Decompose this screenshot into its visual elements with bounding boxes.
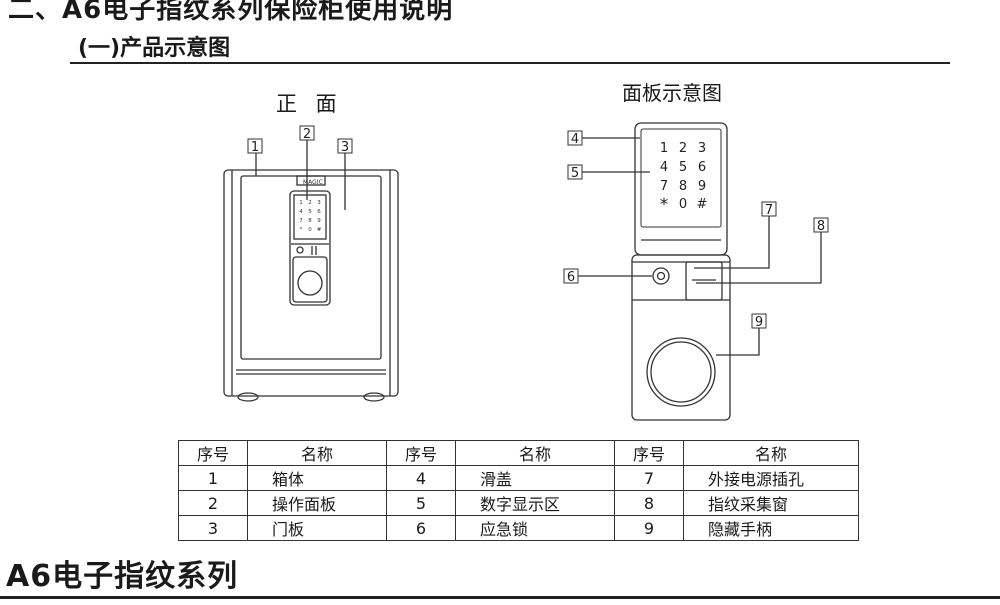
table-cell: 数字显示区 [455, 490, 615, 516]
table-cell: 隐藏手柄 [683, 515, 859, 541]
table-row: 1 箱体 4 滑盖 7 外接电源插孔 [178, 465, 859, 491]
svg-text:2: 2 [308, 200, 312, 206]
callout-2: 2 [303, 127, 311, 142]
sub-title: (一)产品示意图 [78, 36, 231, 61]
table-header-row: 序号 名称 序号 名称 序号 名称 [178, 440, 859, 466]
key-8: 8 [679, 179, 687, 194]
key-2: 2 [679, 141, 687, 156]
footer-divider [0, 596, 1000, 599]
callout-boxes: 1 2 3 4 5 6 7 8 9 [247, 125, 829, 330]
key-hash: # [697, 197, 708, 212]
table-cell: 4 [386, 465, 456, 491]
table-cell: 8 [614, 490, 684, 516]
key-0: 0 [679, 197, 687, 212]
key-1: 1 [660, 141, 668, 156]
hidden-handle [646, 337, 716, 407]
callout-5: 5 [571, 166, 579, 181]
leader-7 [694, 216, 770, 269]
table-cell: 3 [178, 515, 248, 541]
table-cell: 指纹采集窗 [683, 490, 859, 516]
svg-text:*: * [300, 227, 303, 233]
svg-text:5: 5 [308, 209, 312, 215]
callout-6: 6 [567, 270, 575, 285]
table-cell: 箱体 [247, 465, 387, 491]
parts-table: 序号 名称 序号 名称 序号 名称 1 箱体 4 滑盖 7 外接电源插孔 2 操… [178, 440, 859, 541]
table-cell: 2 [178, 490, 248, 516]
table-cell: 1 [178, 465, 248, 491]
header-cell: 序号 [614, 440, 684, 466]
callout-8: 8 [817, 219, 825, 234]
svg-text:4: 4 [299, 209, 303, 215]
callout-7: 7 [765, 203, 773, 218]
key-3: 3 [698, 141, 706, 156]
front-operating-panel [289, 190, 331, 306]
table-cell: 7 [614, 465, 684, 491]
svg-text:1: 1 [299, 200, 303, 206]
footer-title: A6电子指纹系列 [6, 559, 239, 594]
panel-view-label: 面板示意图 [622, 81, 722, 105]
svg-text:3: 3 [317, 200, 321, 206]
emergency-lock [652, 267, 670, 285]
callout-1: 1 [251, 140, 259, 155]
table-cell: 9 [614, 515, 684, 541]
svg-text:9: 9 [317, 218, 321, 224]
svg-text:#: # [317, 227, 322, 233]
front-view-label: 正 面 [276, 92, 343, 116]
key-6: 6 [698, 160, 706, 175]
table-cell: 6 [386, 515, 456, 541]
header-cell: 序号 [178, 440, 248, 466]
panel-body [631, 254, 731, 421]
svg-text:7: 7 [299, 218, 303, 224]
section-title: 二、A6电子指纹系列保险柜使用说明 [8, 0, 454, 25]
callout-4: 4 [571, 132, 579, 147]
key-9: 9 [698, 179, 706, 194]
key-7: 7 [660, 179, 668, 194]
table-row: 3 门板 6 应急锁 9 隐藏手柄 [178, 515, 859, 541]
callout-3: 3 [341, 140, 349, 155]
key-4: 4 [660, 160, 668, 175]
title-divider [70, 62, 950, 64]
brand-text: MAGIC [303, 179, 323, 186]
table-cell: 门板 [247, 515, 387, 541]
key-star: * [660, 195, 669, 215]
header-cell: 序号 [386, 440, 456, 466]
table-cell: 应急锁 [455, 515, 615, 541]
header-cell: 名称 [455, 440, 615, 466]
header-cell: 名称 [247, 440, 387, 466]
leader-9 [716, 328, 760, 356]
brand-plate [296, 175, 326, 186]
svg-text:8: 8 [308, 218, 312, 224]
table-cell: 5 [386, 490, 456, 516]
key-5: 5 [679, 160, 687, 175]
table-cell: 操作面板 [247, 490, 387, 516]
table-cell: 滑盖 [455, 465, 615, 491]
panel-keypad: 1 2 3 4 5 6 7 8 9 * 0 # [660, 141, 708, 215]
callout-9: 9 [755, 315, 763, 330]
table-row: 2 操作面板 5 数字显示区 8 指纹采集窗 [178, 490, 859, 516]
table-cell: 外接电源插孔 [683, 465, 859, 491]
svg-text:6: 6 [317, 209, 321, 215]
header-cell: 名称 [683, 440, 859, 466]
leader-8 [696, 232, 822, 284]
svg-text:0: 0 [308, 227, 312, 233]
